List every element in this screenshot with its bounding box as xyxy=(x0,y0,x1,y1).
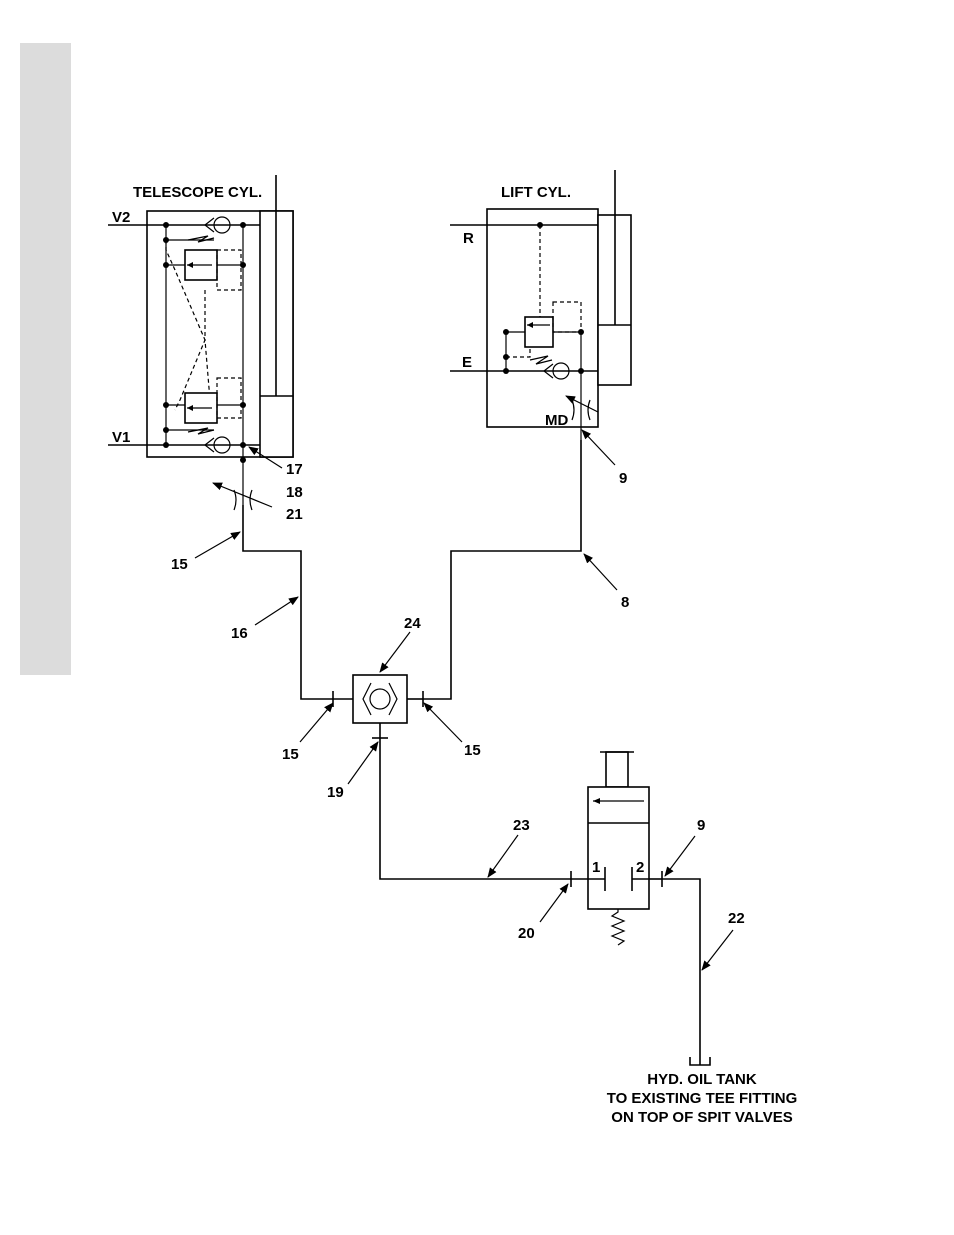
tank-note-line2: TO EXISTING TEE FITTING xyxy=(607,1090,798,1107)
callout-23: 23 xyxy=(513,817,530,834)
callout-19: 19 xyxy=(327,784,344,801)
e-label: E xyxy=(462,354,472,371)
callout-20: 20 xyxy=(518,925,535,942)
telescope-cyl-label: TELESCOPE CYL. xyxy=(133,184,262,201)
callout-22: 22 xyxy=(728,910,745,927)
port-2-label: 2 xyxy=(636,859,644,876)
port-1-label: 1 xyxy=(592,859,600,876)
control-valve xyxy=(571,752,662,945)
callout-15-left: 15 xyxy=(282,746,299,763)
callout-17: 17 xyxy=(286,461,303,478)
callout-leaders xyxy=(195,430,733,970)
callout-9-lift: 9 xyxy=(619,470,627,487)
shuttle-valve xyxy=(333,675,423,738)
tank-note-line3: ON TOP OF SPIT VALVES xyxy=(611,1109,792,1126)
callout-8: 8 xyxy=(621,594,629,611)
callout-15-right: 15 xyxy=(464,742,481,759)
callout-16: 16 xyxy=(231,625,248,642)
callout-15-top: 15 xyxy=(171,556,188,573)
md-label: MD xyxy=(545,412,568,429)
callout-21: 21 xyxy=(286,506,303,523)
tank-note-line1: HYD. OIL TANK xyxy=(647,1071,757,1088)
callout-18: 18 xyxy=(286,484,303,501)
lift-cylinder-block xyxy=(450,170,631,440)
callout-24: 24 xyxy=(404,615,421,632)
lift-cyl-label: LIFT CYL. xyxy=(501,184,571,201)
v1-label: V1 xyxy=(112,429,130,446)
callout-9-valve: 9 xyxy=(697,817,705,834)
v2-label: V2 xyxy=(112,209,130,226)
r-label: R xyxy=(463,230,474,247)
telescope-cylinder-block xyxy=(108,175,293,510)
